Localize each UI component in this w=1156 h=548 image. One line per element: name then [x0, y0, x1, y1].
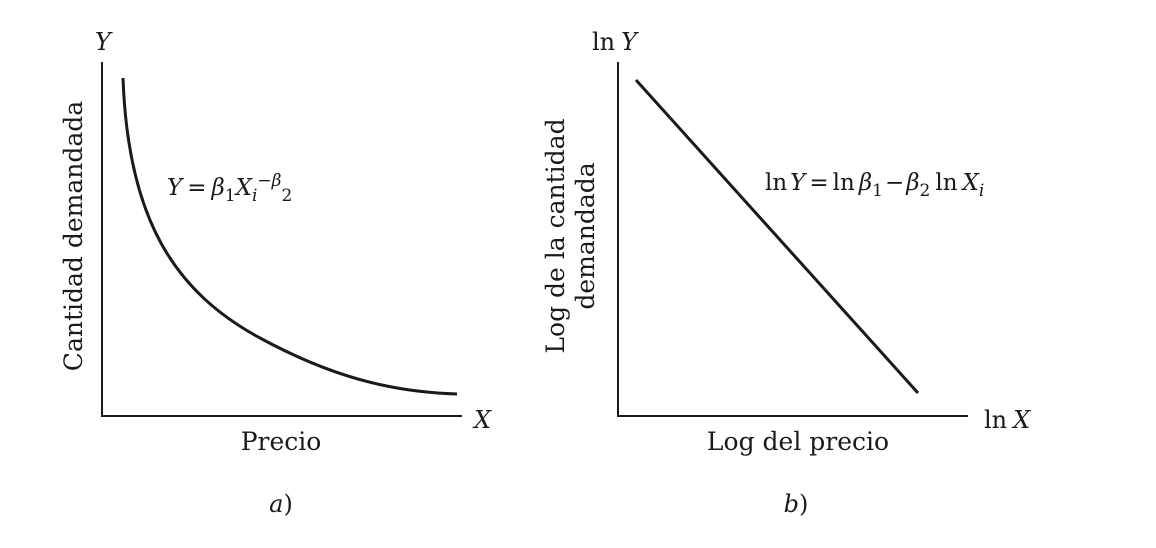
panel-b-x-label: Log del precio — [707, 427, 889, 456]
panel-a-demand-curve — [121, 77, 458, 396]
panel-a-axes — [101, 62, 462, 417]
panel-a: Y X Cantidad demandada Precio Y=β1Xi−β2 … — [59, 28, 492, 518]
panel-a-x-label: Precio — [241, 427, 322, 456]
panel-b-y-label-line1: Log de la cantidad — [541, 118, 570, 353]
panel-a-x-axis-letter: X — [472, 406, 492, 434]
panel-b-log-demand-line — [634, 78, 920, 395]
panel-a-equation: Y=β1Xi−β2 — [167, 171, 292, 206]
panel-b-axes — [617, 62, 968, 417]
panel-b-caption: b) — [784, 490, 809, 518]
panel-a-y-axis-letter: Y — [95, 28, 113, 56]
panel-a-y-label: Cantidad demandada — [59, 101, 88, 371]
panel-b-y-label-line2: demandada — [571, 162, 600, 309]
panel-a-caption: a) — [269, 490, 293, 518]
